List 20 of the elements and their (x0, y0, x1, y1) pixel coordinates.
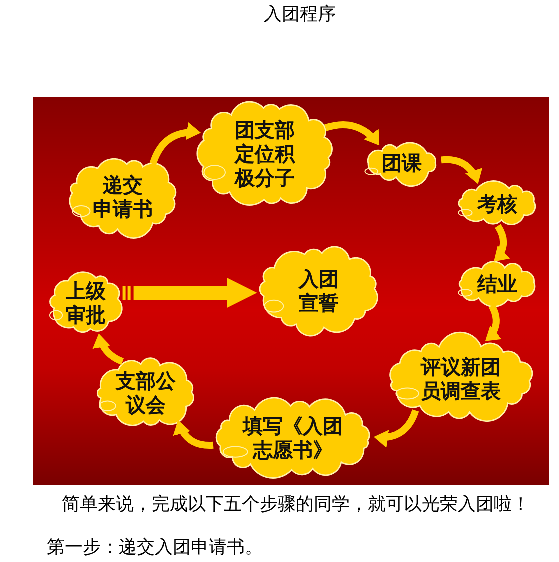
step-label: 递交申请书 (92, 173, 154, 221)
curved-arrow (324, 122, 382, 148)
step-label: 填写《入团志愿书》 (242, 414, 344, 462)
curved-arrow (150, 122, 202, 166)
page-title: 入团程序 (264, 4, 336, 26)
paragraph-text: 简单来说，完成以下五个步骤的同学，就可以光荣入团啦！ (62, 493, 530, 517)
curved-arrow (174, 419, 214, 450)
curved-arrow (441, 156, 482, 186)
block-arrow (122, 278, 258, 308)
step-label: 团支部定位积极分子 (234, 118, 296, 190)
step-label: 上级审批 (65, 279, 107, 327)
paragraph-text: 第一步：递交入团申请书。 (47, 536, 263, 560)
step-label: 结业 (476, 272, 518, 296)
step-label: 入团宣誓 (298, 266, 340, 314)
step-label: 考核 (476, 192, 518, 216)
curved-arrow (491, 224, 510, 264)
step-label: 评议新团员调查表 (420, 355, 502, 403)
curved-arrow (483, 304, 502, 344)
step-label: 支部公议会 (115, 369, 177, 417)
step-label: 团课 (381, 151, 423, 175)
